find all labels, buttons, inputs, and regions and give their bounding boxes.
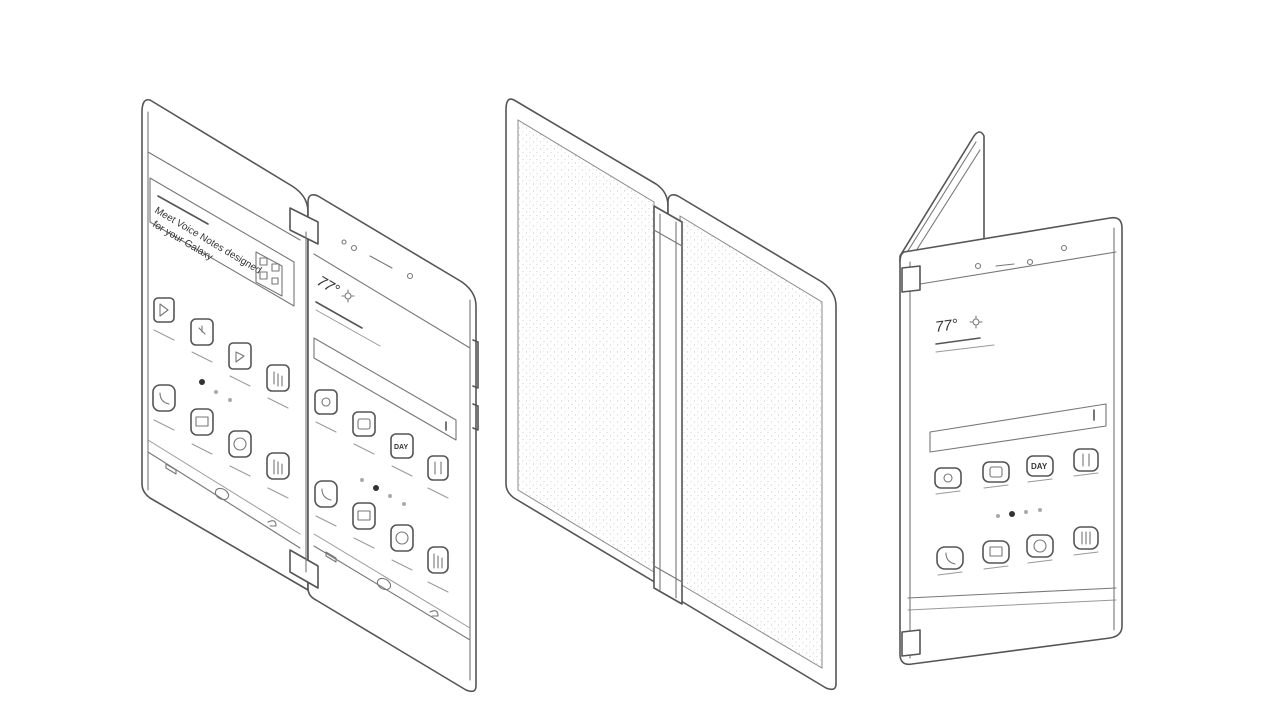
camera-icon[interactable] <box>934 467 962 495</box>
right-calendar-label: DAY <box>1031 462 1048 471</box>
right-device-front-camera <box>974 244 1068 270</box>
search-bar[interactable] <box>313 337 457 441</box>
video-icon[interactable] <box>228 342 252 387</box>
right-panel-icons-row: DAY <box>314 389 449 499</box>
left-panel-icons-row1 <box>153 297 290 409</box>
middle-device-hinge <box>653 205 683 605</box>
recent-apps-icon[interactable] <box>325 551 337 563</box>
browser-icon[interactable] <box>390 524 414 571</box>
right-panel-nav <box>325 551 439 617</box>
left-panel-dock <box>152 384 290 499</box>
left-panel-nav <box>165 463 277 527</box>
left-device-panel-right <box>307 194 479 693</box>
right-panel-dock <box>314 480 449 593</box>
settings-icon[interactable] <box>1073 448 1099 477</box>
right-device-folded-back-panel <box>899 131 985 263</box>
phone-icon[interactable] <box>314 480 338 527</box>
back-icon[interactable] <box>429 610 439 617</box>
apps-icon[interactable] <box>427 546 449 593</box>
clock-icon[interactable] <box>190 318 214 363</box>
browser-icon[interactable] <box>1026 534 1054 564</box>
camera-icon[interactable] <box>314 389 338 433</box>
message-icon[interactable] <box>190 408 214 455</box>
right-device-page-dots <box>996 508 1042 518</box>
right-search-bar[interactable] <box>929 403 1107 453</box>
right-device-hinge <box>901 265 921 657</box>
phone-icon[interactable] <box>936 546 964 576</box>
calendar-icon[interactable]: DAY <box>390 433 414 477</box>
right-weather-temperature: 77° <box>934 316 959 336</box>
back-icon[interactable] <box>267 520 277 527</box>
home-button-icon[interactable] <box>375 576 392 592</box>
calendar-icon[interactable]: DAY <box>1026 455 1054 483</box>
middle-device-back <box>505 98 837 691</box>
left-device-front-camera <box>341 239 414 280</box>
apps-icon[interactable] <box>266 452 290 499</box>
right-device: 77° <box>899 131 1123 666</box>
settings-icon[interactable] <box>427 455 449 499</box>
left-panel-page-dots <box>199 379 232 402</box>
right-device-front-panel <box>899 216 1123 666</box>
left-device-hinge <box>289 207 319 589</box>
recent-apps-icon[interactable] <box>165 463 177 475</box>
home-button-icon[interactable] <box>213 486 230 502</box>
message-icon[interactable] <box>352 502 376 549</box>
contacts-icon[interactable] <box>266 364 290 409</box>
phone-icon[interactable] <box>152 384 176 431</box>
apps-icon[interactable] <box>1073 526 1099 556</box>
left-device: Meet Voice Notes designed for your Galax… <box>141 98 479 693</box>
right-device-icons-row: DAY <box>934 448 1099 495</box>
qr-icon <box>255 251 283 297</box>
gallery-icon[interactable] <box>153 297 175 341</box>
sun-icon <box>969 315 983 329</box>
camera-alt-icon[interactable] <box>352 411 376 455</box>
message-icon[interactable] <box>982 540 1010 570</box>
browser-icon[interactable] <box>228 430 252 477</box>
calendar-label: DAY <box>394 444 408 451</box>
camera-alt-icon[interactable] <box>982 461 1010 489</box>
sun-icon <box>341 289 355 303</box>
left-device-panel-left <box>141 98 309 591</box>
right-device-dock <box>936 526 1099 576</box>
right-panel-page-dots <box>360 478 406 506</box>
right-weather-widget[interactable]: 77° <box>934 315 995 353</box>
